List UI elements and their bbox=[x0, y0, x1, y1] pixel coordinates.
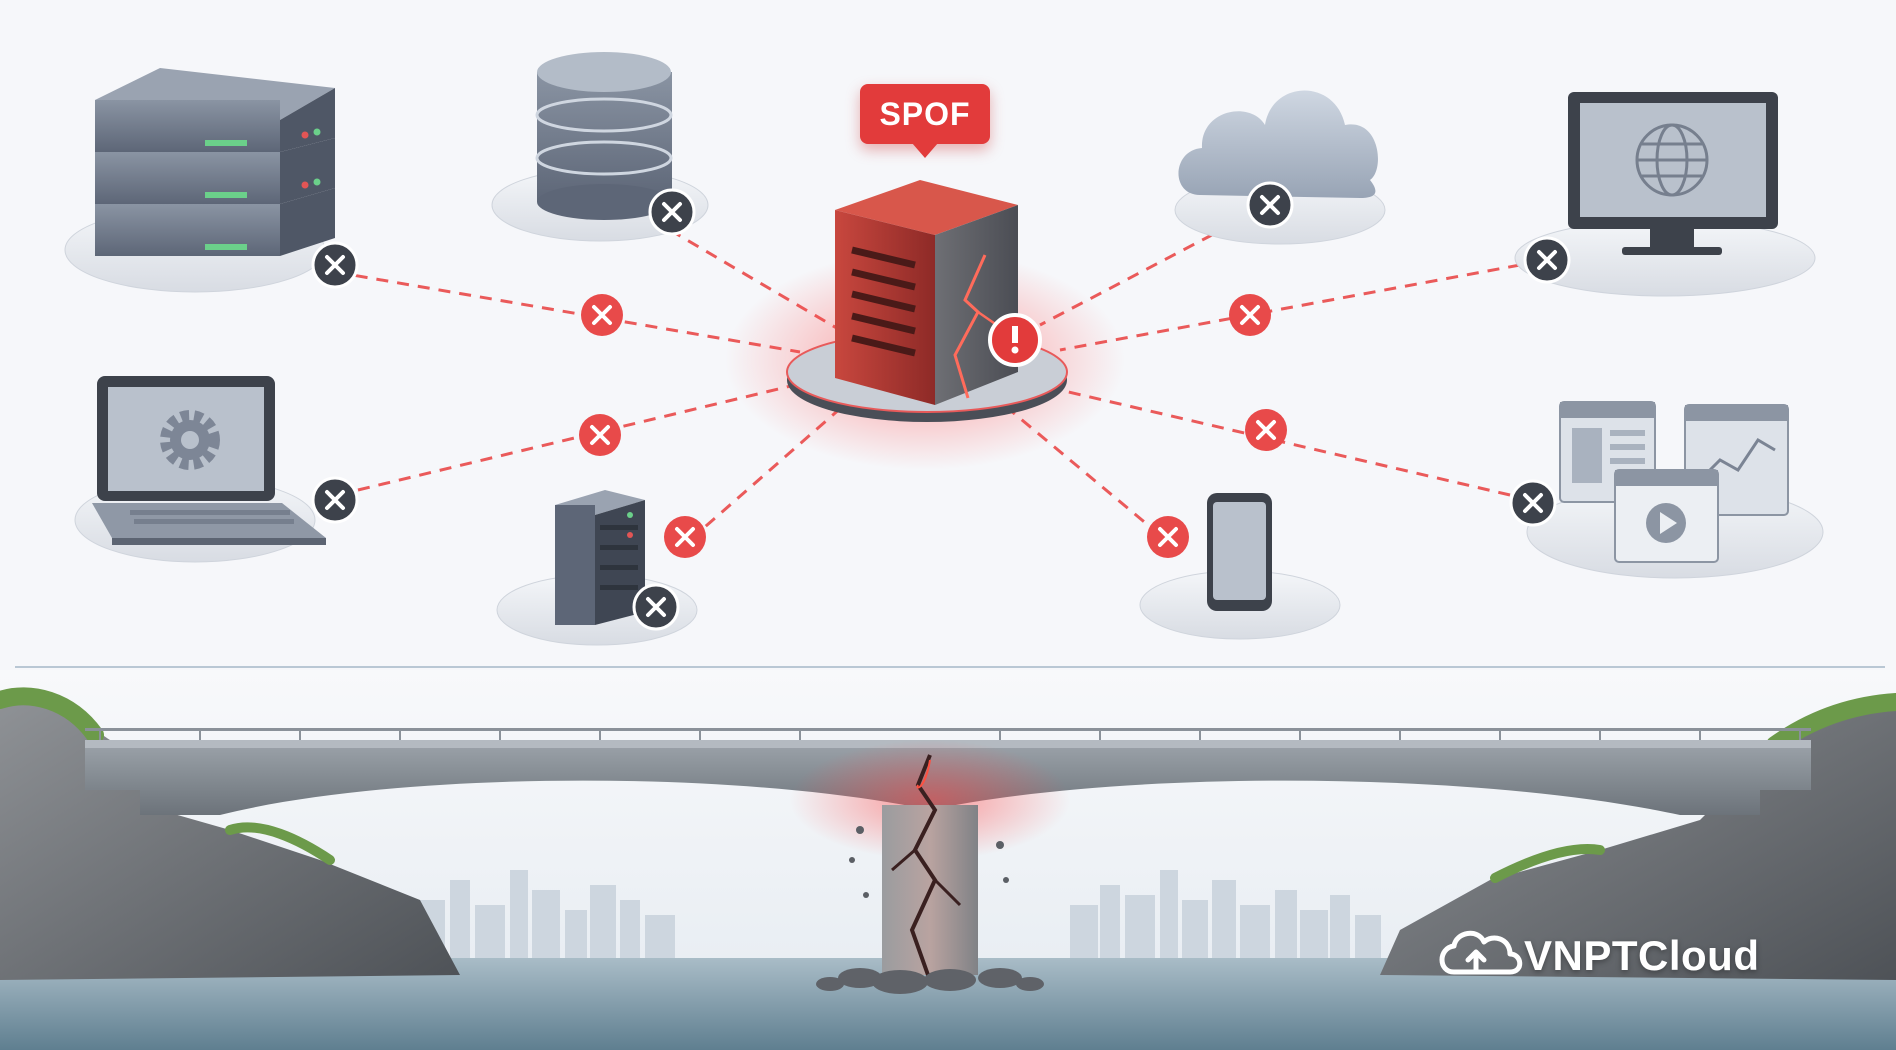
gear-icon bbox=[166, 416, 214, 464]
database-icon bbox=[537, 52, 672, 220]
break-x-icon bbox=[1229, 294, 1271, 336]
brand-logo: VNPTCloud bbox=[1524, 926, 1759, 986]
disconnected-x-icon bbox=[1525, 238, 1569, 282]
break-x-icon bbox=[579, 414, 621, 456]
server-stack-node bbox=[65, 68, 357, 292]
spof-badge-label: SPOF bbox=[879, 96, 970, 133]
disconnected-x-icon bbox=[313, 478, 357, 522]
spof-badge: SPOF bbox=[860, 84, 990, 144]
brand-name: VNPTCloud bbox=[1524, 932, 1759, 980]
break-x-icon bbox=[664, 516, 706, 558]
disconnected-x-icon bbox=[313, 243, 357, 287]
smartphone-icon bbox=[1207, 493, 1272, 611]
break-x-icon bbox=[1245, 409, 1287, 451]
server-stack-icon bbox=[95, 68, 335, 256]
warning-icon bbox=[990, 315, 1040, 365]
break-x-icon bbox=[1147, 516, 1189, 558]
disconnected-x-icon bbox=[634, 585, 678, 629]
disconnected-x-icon bbox=[1248, 183, 1292, 227]
bridge-scene bbox=[0, 670, 1896, 1050]
disconnected-x-icon bbox=[1511, 481, 1555, 525]
tower-server-icon bbox=[555, 490, 645, 625]
disconnected-x-icon bbox=[650, 190, 694, 234]
break-x-icon bbox=[581, 294, 623, 336]
play-icon bbox=[1646, 503, 1686, 543]
